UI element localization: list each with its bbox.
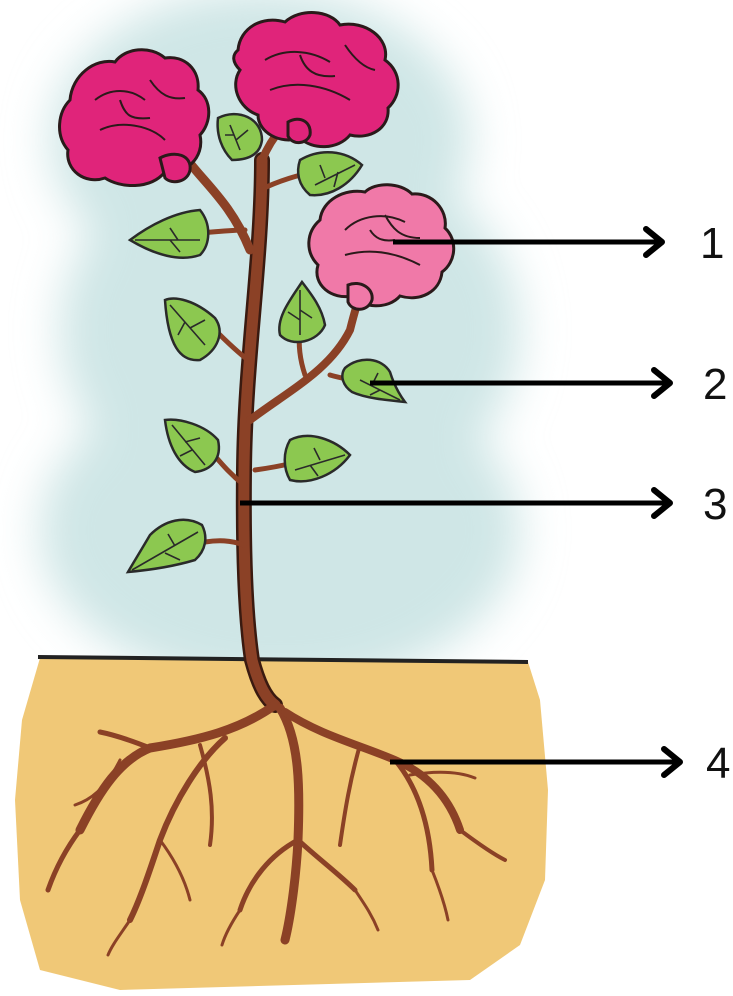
callout-label-root: 4	[706, 739, 730, 788]
flower-base	[348, 283, 372, 309]
flower-base	[288, 119, 310, 142]
callout-label-stem: 3	[703, 480, 727, 529]
callout-label-leaf: 2	[703, 360, 727, 409]
flower	[309, 185, 454, 306]
flower-base	[160, 154, 190, 182]
callout-label-flower: 1	[700, 219, 724, 268]
